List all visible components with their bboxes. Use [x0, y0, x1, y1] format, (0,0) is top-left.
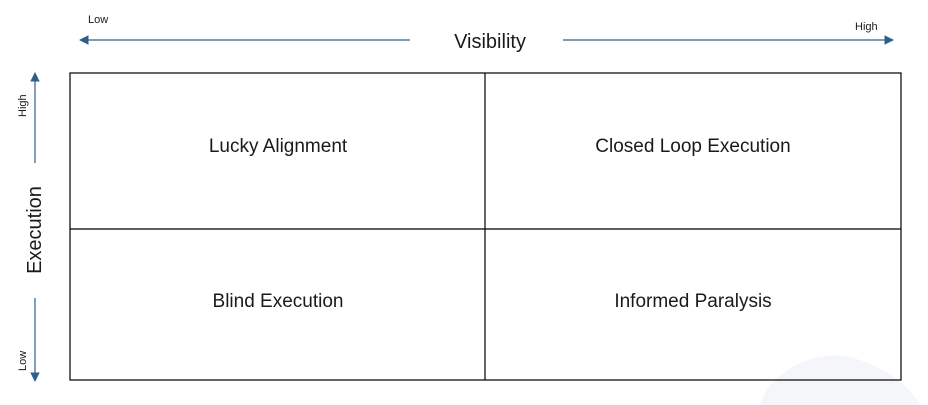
quadrant-top-right: Closed Loop Execution: [595, 136, 790, 157]
x-axis-title: Visibility: [454, 31, 526, 53]
quadrant-bottom-right: Informed Paralysis: [614, 291, 771, 312]
x-axis-high-label: High: [855, 21, 878, 33]
y-axis-high-label: High: [17, 94, 29, 117]
y-axis-title: Execution: [24, 186, 46, 274]
x-axis-low-label: Low: [88, 14, 108, 26]
y-axis-low-label: Low: [17, 351, 29, 371]
quadrant-bottom-left: Blind Execution: [213, 291, 344, 312]
quadrant-top-left: Lucky Alignment: [209, 136, 348, 157]
